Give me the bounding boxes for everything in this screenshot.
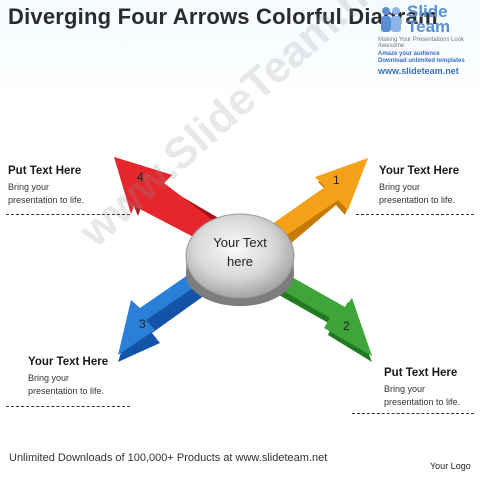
text-block-top-left: Put Text Here Bring your presentation to… — [8, 165, 84, 207]
text-block-heading: Put Text Here — [8, 165, 82, 177]
arrow-2-number: 2 — [343, 319, 350, 333]
center-label-line-2: here — [227, 254, 253, 269]
arrow-1-orange: 1 — [262, 158, 368, 250]
footer-text: Unlimited Downloads of 100,000+ Products… — [9, 452, 328, 464]
text-block-heading: Your Text Here — [28, 356, 109, 368]
logo-promo-line-2: Download unlimited templates — [378, 58, 465, 64]
logo-url: www.slideteam.net — [378, 66, 459, 76]
arrow-1-face — [262, 158, 368, 243]
center-disc-top — [185, 213, 295, 299]
page-title: Diverging Four Arrows Colorful Diagram — [8, 4, 438, 29]
divider-bottom-left — [6, 406, 130, 407]
your-logo-placeholder: Your Logo — [430, 461, 471, 471]
arrow-1-number: 1 — [333, 173, 340, 187]
text-block-top-right: Your Text Here Bring your presentation t… — [379, 165, 459, 207]
logo-tagline: Making Your Presentations Look Awesome — [378, 37, 465, 49]
text-block-bottom-right: Put Text Here Bring your presentation to… — [384, 367, 460, 409]
arrow-3-face — [118, 270, 205, 355]
text-block-body-line: Bring your — [379, 182, 421, 192]
people-logo-icon — [378, 4, 404, 34]
divider-top-right — [356, 214, 474, 215]
arrow-4-red: 4 — [114, 157, 227, 243]
divider-bottom-right — [352, 413, 474, 414]
arrow-2-face — [268, 272, 372, 356]
center-label-line-1: Your Text — [213, 235, 267, 250]
arrow-2-green: 2 — [268, 272, 372, 362]
text-block-body-line: presentation to life. — [379, 195, 456, 205]
text-block-body-line: presentation to life. — [384, 397, 461, 407]
arrow-4-face — [114, 157, 218, 243]
arrow-4-number: 4 — [137, 170, 144, 184]
logo-word-team: Team — [407, 17, 451, 36]
text-block-body-line: presentation to life. — [8, 195, 85, 205]
center-disc: Your Text here — [185, 213, 295, 306]
logo-promo-line-1: Amaze your audience — [378, 51, 440, 57]
text-block-heading: Put Text Here — [384, 367, 458, 379]
text-block-body-line: presentation to life. — [28, 386, 105, 396]
text-block-heading: Your Text Here — [379, 165, 460, 177]
divider-top-left — [6, 214, 130, 215]
arrow-3-number: 3 — [139, 317, 146, 331]
text-block-body-line: Bring your — [384, 384, 426, 394]
arrow-3-shade — [118, 278, 212, 362]
text-block-body-line: Bring your — [8, 182, 50, 192]
text-block-bottom-left: Your Text Here Bring your presentation t… — [28, 356, 108, 398]
text-block-body-line: Bring your — [28, 373, 70, 383]
arrow-3-blue: 3 — [118, 270, 212, 362]
slideteam-logo: Slide Team Making Your Presentations Loo… — [378, 2, 476, 76]
logo-word-slide: Slide — [407, 2, 448, 21]
